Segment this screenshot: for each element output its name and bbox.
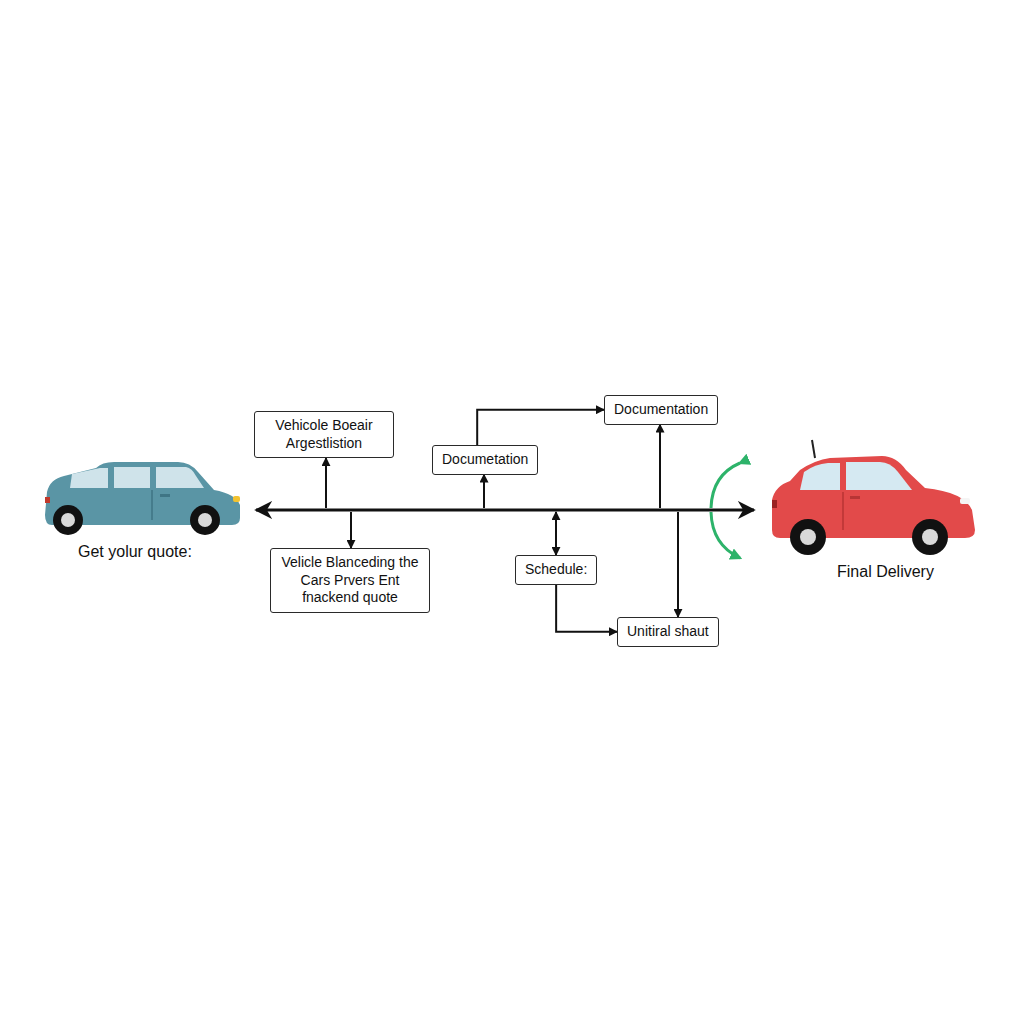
box-text: Velicle Blanceding the Cars Prvers Ent f…	[282, 554, 419, 605]
box-text: Documetation	[442, 451, 528, 467]
timeline-stub	[483, 475, 485, 509]
flow-connector	[477, 410, 604, 445]
stage-box: Documentation	[604, 395, 718, 425]
box-text: Vehicole Boeair Argestlistion	[275, 417, 372, 451]
timeline-stub	[555, 512, 557, 555]
blue-car	[45, 462, 240, 535]
timeline-stub	[350, 512, 352, 548]
start-label: Get yolur quote:	[78, 543, 192, 561]
timeline-stub	[677, 512, 679, 617]
stage-box: Documetation	[432, 445, 538, 475]
flow-connector	[556, 585, 617, 632]
timeline-stub	[659, 425, 661, 509]
timeline-stub	[325, 458, 327, 508]
red-car	[772, 440, 975, 555]
box-text: Schedule:	[525, 561, 587, 577]
stage-box: Schedule:	[515, 555, 597, 585]
end-label: Final Delivery	[837, 563, 934, 581]
stage-box: Velicle Blanceding the Cars Prvers Ent f…	[270, 548, 430, 613]
box-text: Unitiral shaut	[627, 623, 709, 639]
stage-box: Unitiral shaut	[617, 617, 719, 647]
box-text: Documentation	[614, 401, 708, 417]
stage-box: Vehicole Boeair Argestlistion	[254, 411, 394, 458]
cycle-arrows	[711, 463, 740, 558]
timeline-axis	[256, 509, 754, 512]
